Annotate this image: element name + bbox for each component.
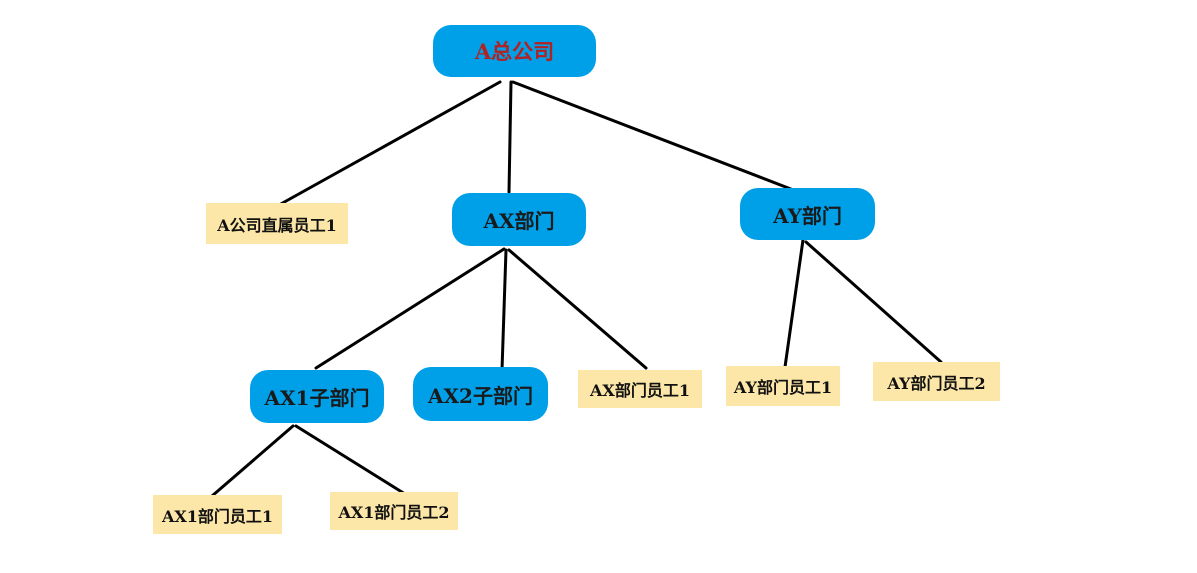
edge-root-to-ay — [511, 80, 798, 193]
node-ay-department: AY部门 — [740, 188, 875, 240]
edge-ay-to-ay-employee-1 — [783, 238, 805, 369]
node-root-a-company: A总公司 — [433, 25, 596, 77]
node-ax1-subdepartment: AX1子部门 — [250, 370, 384, 423]
edge-ax-to-ax-employee-1 — [507, 248, 648, 370]
node-ax-department-employee-1: AX部门员工1 — [578, 370, 702, 408]
edge-root-to-a-direct-employee-1 — [277, 80, 502, 207]
node-ay-department-employee-2: AY部门员工2 — [873, 362, 1000, 401]
edge-ax-to-ax1 — [314, 247, 506, 370]
edge-ax1-to-ax1-employee-2 — [294, 424, 407, 496]
node-ax-department: AX部门 — [452, 193, 586, 246]
node-a-direct-employee-1: A公司直属员工1 — [206, 203, 348, 244]
edge-ay-to-ay-employee-2 — [804, 240, 943, 364]
edge-ax1-to-ax1-employee-1 — [210, 424, 295, 498]
node-ax2-subdepartment: AX2子部门 — [413, 367, 548, 421]
node-ay-department-employee-1: AY部门员工1 — [726, 366, 840, 406]
edge-ax-to-ax2 — [500, 248, 508, 372]
node-ax1-department-employee-1: AX1部门员工1 — [153, 495, 282, 534]
edge-root-to-ax — [507, 80, 513, 194]
node-ax1-department-employee-2: AX1部门员工2 — [330, 492, 458, 530]
